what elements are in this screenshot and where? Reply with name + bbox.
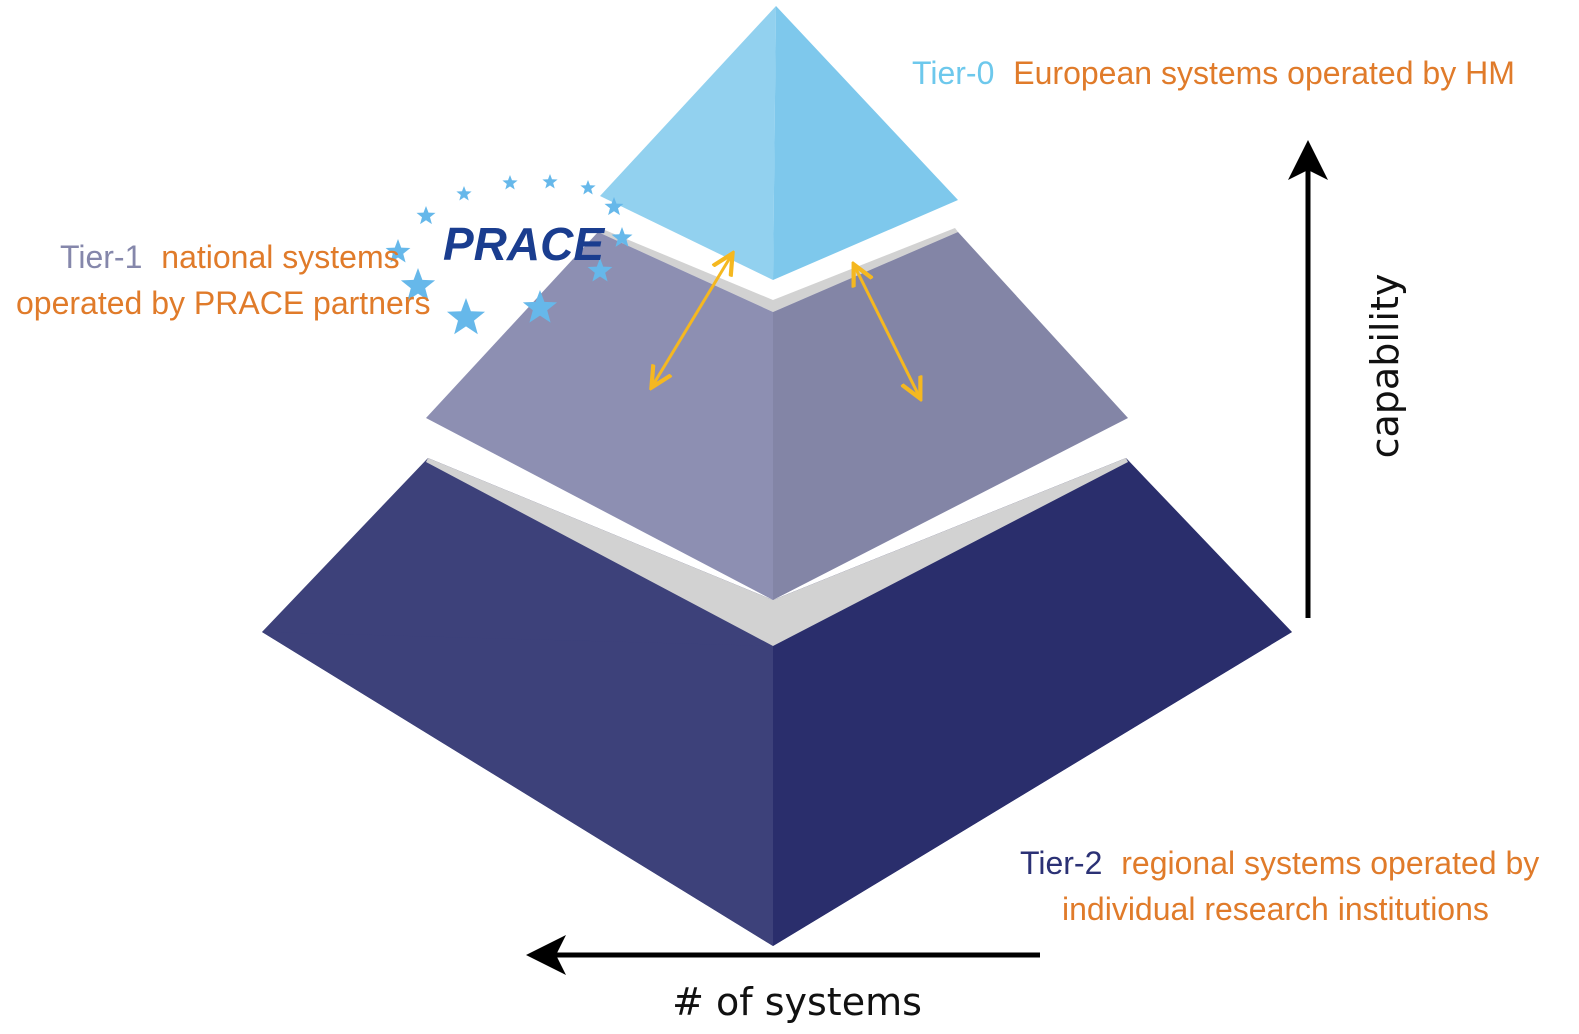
tier-1-name: Tier-1	[60, 239, 142, 275]
prace-logo: PRACE	[385, 174, 633, 335]
tier-2-separator-band	[426, 458, 1128, 646]
capability-axis: capability	[1288, 140, 1407, 618]
tier-2-left-face-upper	[262, 632, 773, 946]
tier-0-right-face	[773, 6, 958, 280]
tier-2-name: Tier-2	[1020, 845, 1102, 881]
exchange-arrows	[653, 256, 919, 396]
prace-star-ring	[385, 174, 633, 335]
tier-2-description-1: regional systems operated by	[1121, 845, 1539, 881]
tier-2-label-line-1: Tier-2 regional systems operated by	[1020, 845, 1539, 881]
exchange-arrow-left	[653, 256, 731, 385]
logo-star-icon	[400, 268, 436, 301]
logo-star-icon	[580, 180, 596, 195]
tier-1-label-line-2: operated by PRACE partners	[16, 285, 430, 321]
logo-star-icon	[385, 239, 411, 263]
logo-star-icon	[587, 258, 613, 282]
tier-2-label-line-2: individual research institutions	[1062, 891, 1489, 927]
systems-axis: # of systems	[526, 935, 1040, 1024]
tier-0-label: Tier-0 European systems operated by HM	[912, 55, 1515, 91]
logo-star-icon	[542, 174, 558, 189]
tier-0-description: European systems operated by HM	[1013, 55, 1515, 91]
logo-star-icon	[611, 227, 633, 247]
logo-star-icon	[416, 206, 436, 225]
tier-2-description-2: individual research institutions	[1062, 891, 1489, 927]
capability-axis-label: capability	[1363, 274, 1407, 459]
logo-star-icon	[522, 290, 558, 323]
tier-1-description-1: national systems	[161, 239, 399, 275]
logo-star-icon	[502, 175, 518, 190]
tier-0-block	[600, 6, 958, 280]
tier-0-left-face	[600, 6, 776, 280]
exchange-arrow-right	[855, 267, 919, 396]
tier-0-name: Tier-0	[912, 55, 994, 91]
systems-axis-label: # of systems	[672, 980, 922, 1024]
tier-1-description-2: operated by PRACE partners	[16, 285, 430, 321]
logo-star-icon	[447, 298, 485, 335]
tier-1-label-line-1: Tier-1 national systems	[60, 239, 400, 275]
logo-star-icon	[604, 197, 624, 216]
logo-star-icon	[456, 186, 472, 201]
tier-2-right-face-upper	[773, 632, 1292, 946]
tier-2-block	[262, 458, 1292, 946]
prace-logo-text: PRACE	[443, 218, 605, 270]
